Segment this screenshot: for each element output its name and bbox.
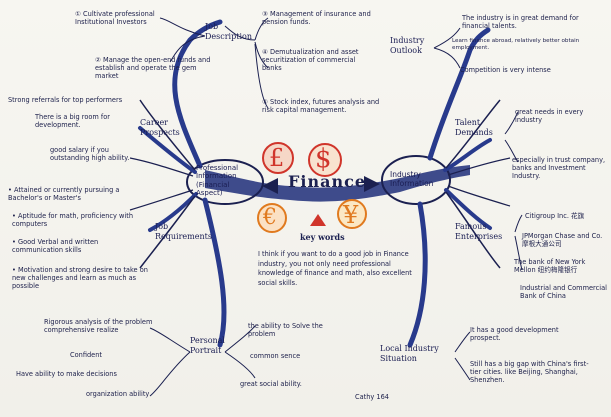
job-requirements-heading: Job Requirements	[155, 222, 212, 241]
branch-personal-portrait	[202, 197, 227, 348]
key-words-label: key words	[300, 232, 345, 242]
job-req-item-1: • Attained or currently pursuing a Bache…	[8, 186, 120, 203]
portrait-left-item-4: organization ability	[86, 390, 150, 398]
center-ribbon	[205, 165, 470, 202]
branch-industry-outlook	[427, 27, 491, 161]
outlook-item-2: Learn finance abroad, relatively better …	[452, 38, 580, 51]
pound-badge	[262, 142, 294, 174]
enterprise-item-3: The bank of New York Mellon 纽约梅隆银行	[514, 258, 586, 275]
portrait-left-item-3: Have ability to make decisions	[16, 370, 117, 378]
professional-hub-bubble	[186, 159, 264, 205]
branch-famous-enterprises	[444, 188, 492, 230]
local-item-2: Still has a big gap with China's first-t…	[470, 360, 589, 385]
personal-portrait-heading: Personal Portrait	[190, 336, 225, 355]
euro-symbol: €	[263, 205, 277, 230]
industry-hub-label: Industry Information	[390, 170, 434, 188]
job-description-heading: Job Description	[205, 22, 252, 41]
author-note: I think if you want to do a good job in …	[258, 250, 412, 287]
portrait-left-item-2: Confident	[70, 351, 102, 359]
euro-badge	[257, 203, 287, 233]
industry-outlook-heading: Industry Outlook	[390, 36, 425, 55]
branch-job-description	[172, 19, 223, 169]
career-item-2: There is a big room for development.	[35, 113, 111, 130]
talent-item-2: especially in trust company, banks and I…	[512, 156, 606, 181]
talent-demands-heading: Talent Demands	[455, 118, 493, 137]
enterprise-item-2: JPMorgan Chase and Co. 摩根大通公司	[522, 232, 603, 249]
talent-item-1: great needs in every industry	[515, 108, 584, 125]
job-desc-item-1: ① Cultivate professional Institutional I…	[75, 10, 155, 27]
yen-badge	[337, 199, 367, 229]
job-req-item-2: • Aptitude for math, proficiency with co…	[12, 212, 134, 229]
career-item-1: Strong referrals for top performers	[8, 96, 123, 104]
center-arrow-left	[262, 178, 278, 194]
job-desc-item-2: ② Manage the open-end funds and establis…	[95, 56, 211, 81]
pound-symbol: £	[269, 144, 285, 172]
enterprise-item-1: Citigroup Inc. 花旗	[525, 212, 585, 220]
branch-talent-demands	[443, 138, 492, 172]
professional-hub-label: Professional Information (Financial Aspe…	[196, 164, 239, 198]
job-desc-item-5: ⑤ Stock index, futures analysis and risk…	[262, 98, 380, 115]
enterprise-item-4: Industrial and Commercial Bank of China	[520, 284, 607, 301]
key-pointer	[310, 214, 326, 226]
portrait-right-item-1: the ability to Solve the problem	[248, 322, 323, 339]
signature: Cathy 164	[355, 393, 389, 401]
yen-symbol: ¥	[343, 201, 359, 229]
local-industry-heading: Local Industry Situation	[380, 344, 439, 363]
branch-career-prospects	[138, 126, 197, 174]
branch-local-industry	[407, 201, 428, 348]
industry-hub-bubble	[381, 155, 451, 205]
center-title: Finance	[288, 172, 366, 191]
branch-job-requirements	[148, 192, 198, 232]
career-item-3: good salary if you outstanding high abil…	[50, 146, 130, 163]
dollar-symbol: $	[315, 144, 332, 174]
local-item-1: It has a good development prospect.	[470, 326, 559, 343]
career-prospects-heading: Career Prospects	[140, 118, 180, 137]
portrait-right-item-3: great social ability.	[240, 380, 302, 388]
job-req-item-3: • Good Verbal and written communication …	[12, 238, 99, 255]
portrait-right-item-2: common sence	[250, 352, 301, 360]
dollar-badge	[308, 143, 342, 177]
job-desc-item-4: ④ Demutualization and asset securitizati…	[262, 48, 359, 73]
outlook-item-1: The industry is in great demand for fina…	[462, 14, 579, 31]
job-req-item-4: • Motivation and strong desire to take o…	[12, 266, 148, 291]
job-desc-item-3: ③ Management of insurance and pension fu…	[262, 10, 371, 27]
portrait-left-item-1: Rigorous analysis of the problem compreh…	[44, 318, 153, 335]
outlook-item-3: Competition is very intense	[460, 66, 551, 74]
famous-enterprises-heading: Famous Enterprises	[455, 222, 503, 241]
center-arrow-right	[364, 176, 380, 192]
